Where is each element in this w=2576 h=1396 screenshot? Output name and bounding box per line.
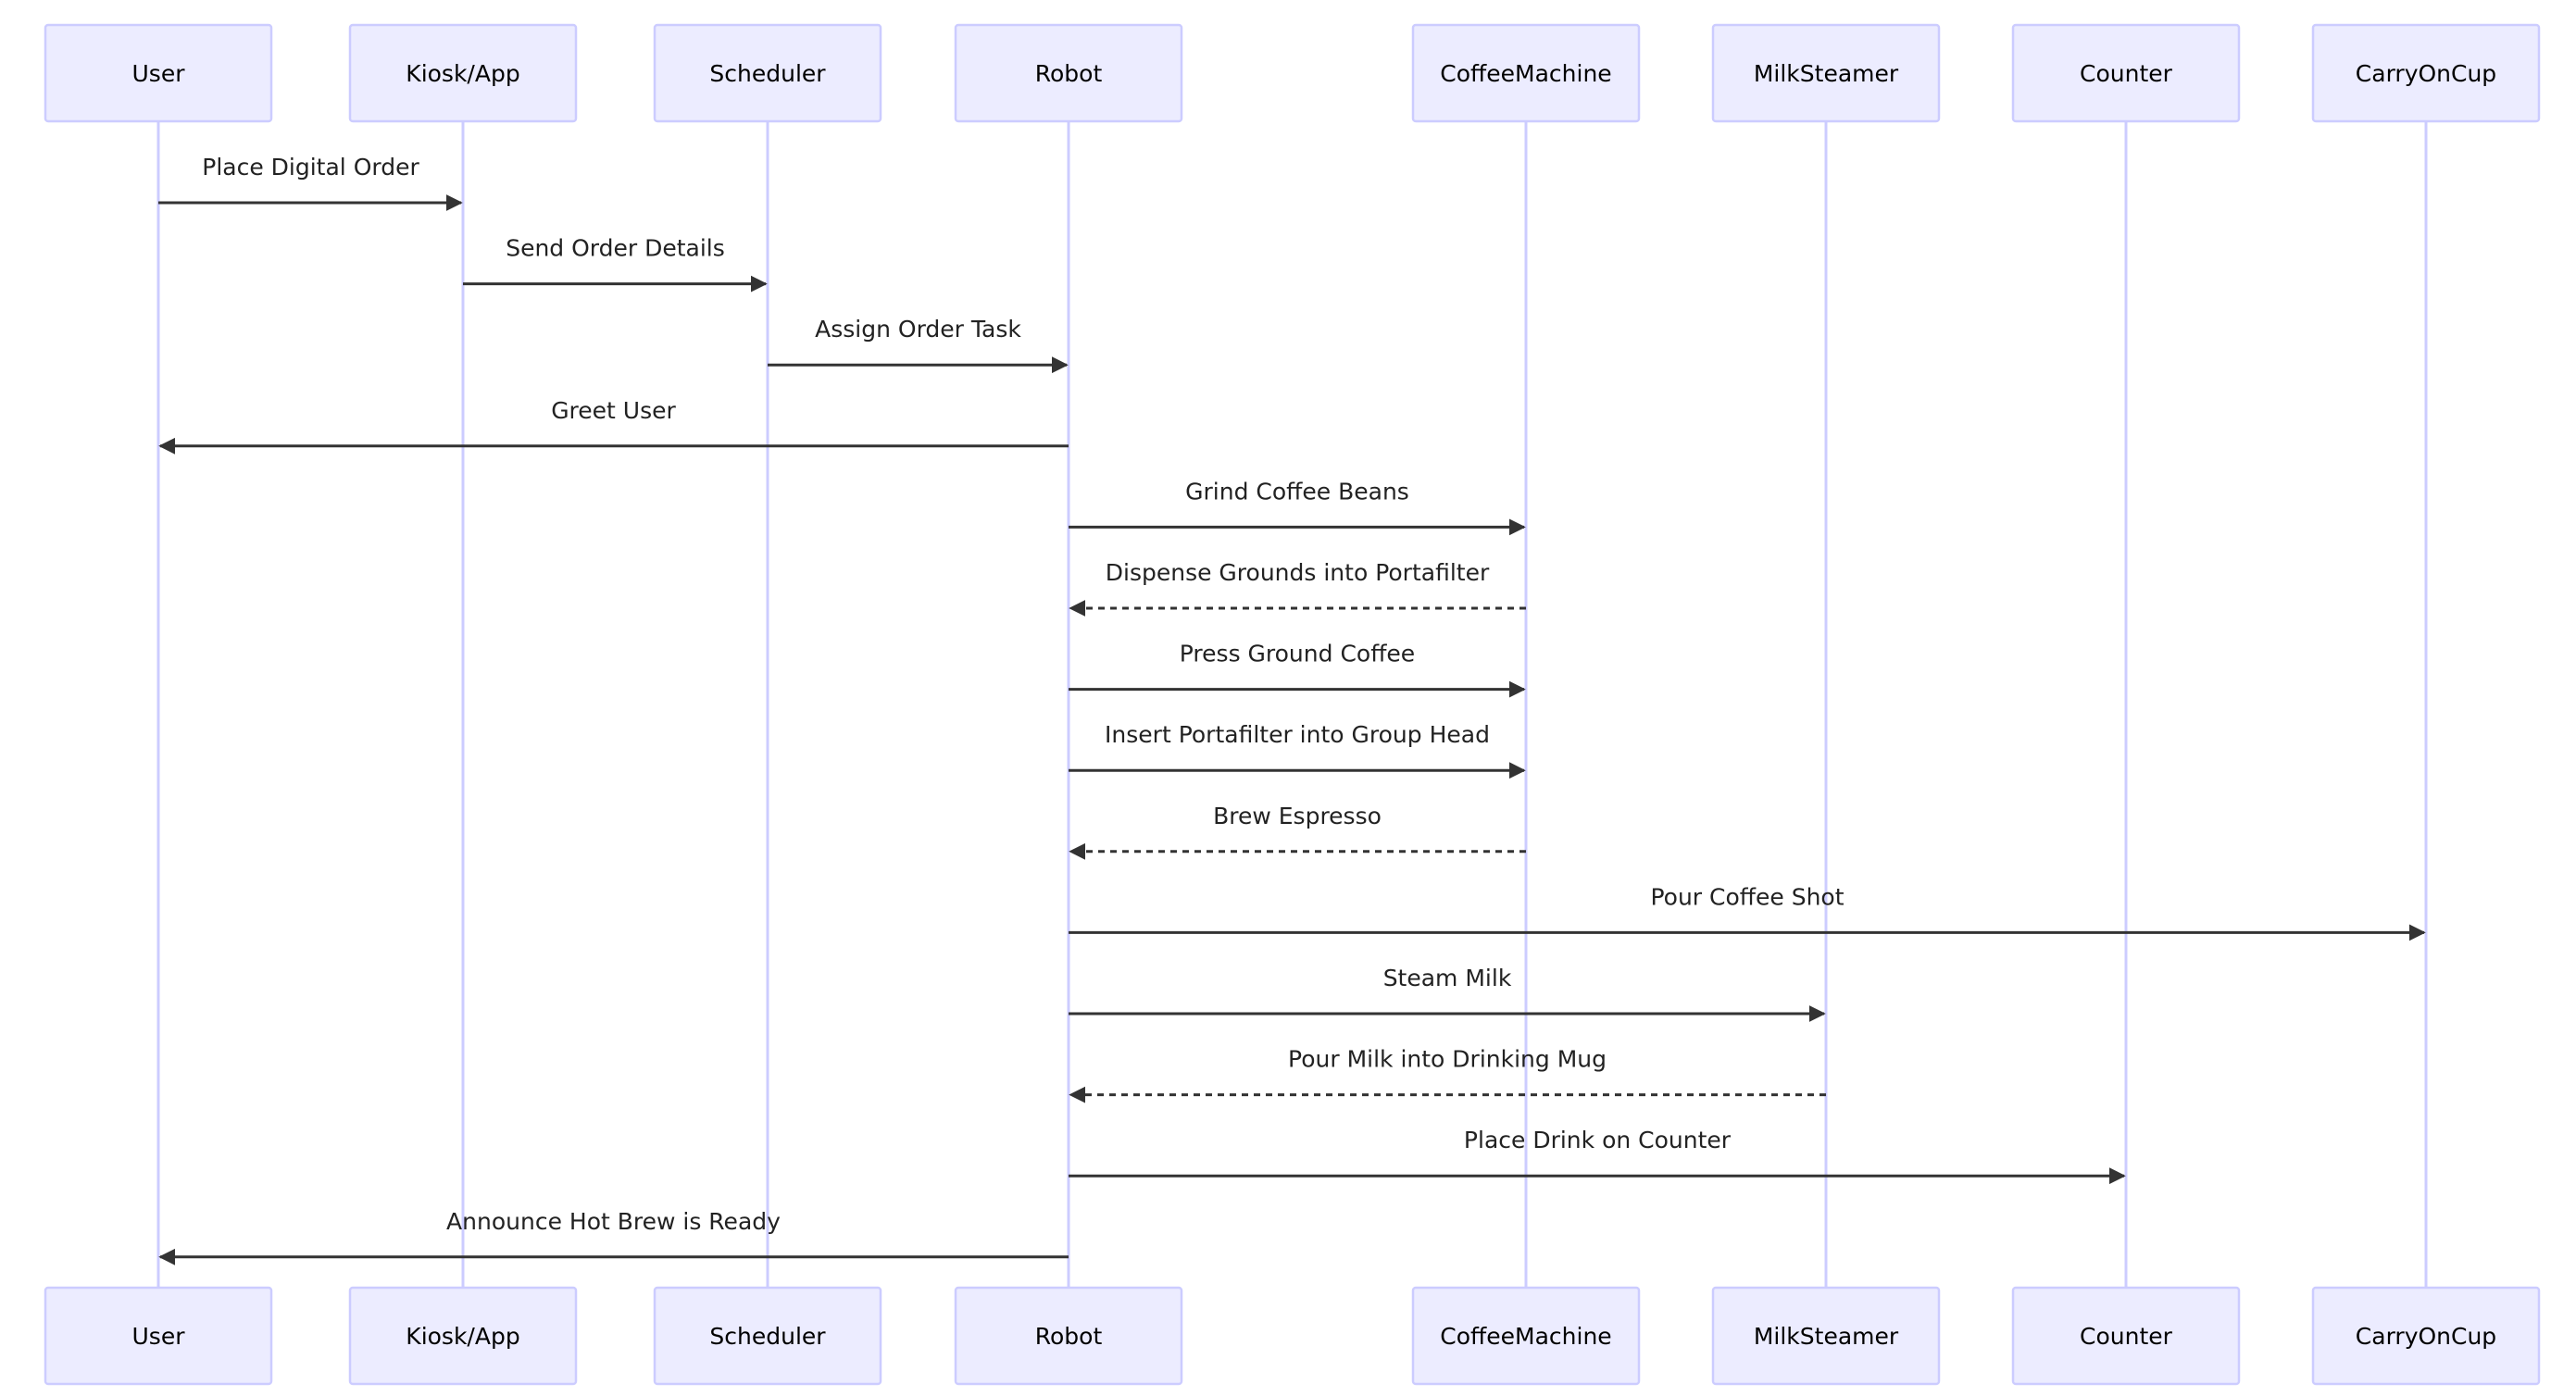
message-label: Assign Order Task (815, 316, 1021, 343)
actor-label: Kiosk/App (406, 1323, 519, 1350)
actor-coffee-top: CoffeeMachine (1411, 23, 1641, 123)
actor-label: CoffeeMachine (1440, 60, 1611, 87)
message-5: Grind Coffee Beans (1069, 478, 1526, 536)
actor-user-top: User (44, 23, 273, 123)
message-label: Pour Coffee Shot (1650, 883, 1844, 910)
actor-scheduler-top: Scheduler (653, 23, 882, 123)
actor-scheduler-bottom: Scheduler (653, 1286, 882, 1386)
message-2: Send Order Details (463, 235, 768, 293)
actor-label: Robot (1035, 1323, 1103, 1350)
actor-box (653, 1286, 882, 1386)
actor-label: Scheduler (709, 60, 826, 87)
actor-robot-bottom: Robot (954, 1286, 1183, 1386)
message-7: Press Ground Coffee (1069, 641, 1526, 698)
message-11: Steam Milk (1069, 965, 1826, 1022)
message-label: Announce Hot Brew is Ready (446, 1208, 781, 1235)
message-label: Steam Milk (1383, 965, 1512, 991)
actor-label: Counter (2080, 1323, 2173, 1350)
actor-cup-top: CarryOnCup (2311, 23, 2541, 123)
message-13: Place Drink on Counter (1069, 1127, 2126, 1185)
actor-box (954, 1286, 1183, 1386)
message-4: Greet User (158, 397, 1069, 455)
message-label: Insert Portafilter into Group Head (1105, 721, 1490, 748)
actor-user-bottom: User (44, 1286, 273, 1386)
actor-box (653, 23, 882, 123)
actor-box (2011, 23, 2241, 123)
actor-kiosk-top: Kiosk/App (348, 23, 578, 123)
message-1: Place Digital Order (158, 154, 463, 211)
message-10: Pour Coffee Shot (1069, 883, 2426, 941)
actor-label: Robot (1035, 60, 1103, 87)
actor-box (348, 23, 578, 123)
message-label: Send Order Details (506, 235, 725, 262)
actor-label: MilkSteamer (1754, 1323, 1899, 1350)
actor-label: Counter (2080, 60, 2173, 87)
message-label: Place Drink on Counter (1464, 1127, 1732, 1153)
actor-counter-bottom: Counter (2011, 1286, 2241, 1386)
actor-box (348, 1286, 578, 1386)
message-8: Insert Portafilter into Group Head (1069, 721, 1526, 779)
actor-box (1411, 1286, 1641, 1386)
actor-milk-top: MilkSteamer (1711, 23, 1941, 123)
message-label: Dispense Grounds into Portafilter (1106, 559, 1490, 586)
actor-counter-top: Counter (2011, 23, 2241, 123)
actor-box (44, 1286, 273, 1386)
message-14: Announce Hot Brew is Ready (158, 1208, 1069, 1265)
actor-box (954, 23, 1183, 123)
actor-label: CarryOnCup (2356, 60, 2496, 87)
actor-label: CarryOnCup (2356, 1323, 2496, 1350)
actor-label: CoffeeMachine (1440, 1323, 1611, 1350)
actor-box (2311, 1286, 2541, 1386)
message-label: Press Ground Coffee (1180, 641, 1415, 667)
actor-cup-bottom: CarryOnCup (2311, 1286, 2541, 1386)
actor-box (1711, 23, 1941, 123)
actor-box (2311, 23, 2541, 123)
actor-label: User (132, 60, 186, 87)
message-6: Dispense Grounds into Portafilter (1069, 559, 1526, 617)
message-9: Brew Espresso (1069, 803, 1526, 860)
message-label: Brew Espresso (1213, 803, 1382, 829)
actor-box (2011, 1286, 2241, 1386)
actor-robot-top: Robot (954, 23, 1183, 123)
actor-label: Kiosk/App (406, 60, 519, 87)
message-label: Place Digital Order (202, 154, 419, 181)
message-label: Pour Milk into Drinking Mug (1288, 1046, 1607, 1073)
actor-coffee-bottom: CoffeeMachine (1411, 1286, 1641, 1386)
message-12: Pour Milk into Drinking Mug (1069, 1046, 1826, 1103)
actor-label: MilkSteamer (1754, 60, 1899, 87)
actor-kiosk-bottom: Kiosk/App (348, 1286, 578, 1386)
actor-box (1711, 1286, 1941, 1386)
actor-milk-bottom: MilkSteamer (1711, 1286, 1941, 1386)
actor-label: Scheduler (709, 1323, 826, 1350)
message-label: Greet User (551, 397, 676, 424)
message-3: Assign Order Task (768, 316, 1069, 374)
actor-box (44, 23, 273, 123)
actor-box (1411, 23, 1641, 123)
message-label: Grind Coffee Beans (1185, 478, 1409, 505)
actor-label: User (132, 1323, 186, 1350)
